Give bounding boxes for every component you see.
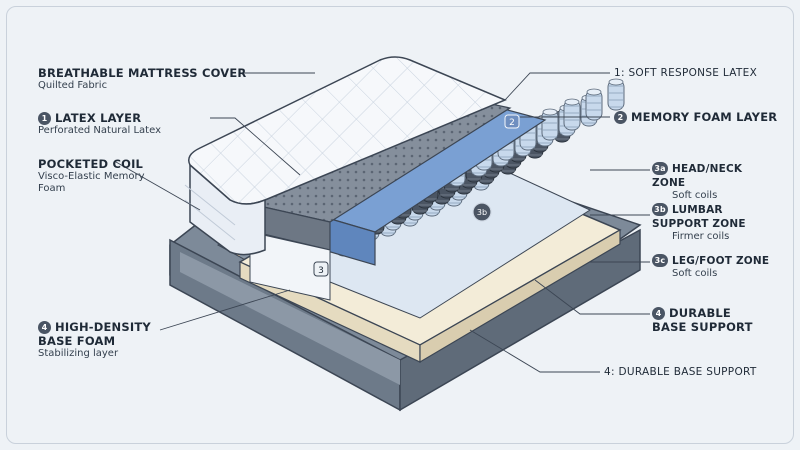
latex-subtitle: Perforated Natural Latex xyxy=(38,125,161,136)
lumbar-zone-badge: 3b xyxy=(652,203,668,216)
soft-response-latex-label: 1: SOFT RESPONSE LATEX xyxy=(614,67,758,79)
cover-subtitle: Quilted Fabric xyxy=(38,80,108,91)
soft-coil xyxy=(541,108,559,141)
leg-zone-label: 3c LEG/FOOT ZONE Soft coils xyxy=(652,254,772,280)
marker-2-text: 2 xyxy=(509,118,515,128)
soft-coil xyxy=(563,98,581,131)
durable-base-footer-label: 4: DURABLE BASE SUPPORT xyxy=(604,366,757,378)
marker-3b-text: 3b xyxy=(477,208,487,217)
durable-base-title: DURABLE BASE SUPPORT xyxy=(652,306,753,334)
cover-title: BREATHABLE MATTRESS COVER xyxy=(38,66,247,80)
latex-layer-label: 1 LATEX LAYER Perforated Natural Latex xyxy=(38,111,161,137)
quilted-cover xyxy=(184,56,507,256)
leader-lines xyxy=(115,72,650,373)
soft-coil xyxy=(607,78,625,111)
leg-zone-badge: 3c xyxy=(652,254,668,267)
base-foam-title: HIGH-DENSITY BASE FOAM xyxy=(38,320,151,348)
soft-coil xyxy=(585,88,603,121)
durable-base-badge: 4 xyxy=(652,307,665,320)
latex-badge: 1 xyxy=(38,112,51,125)
cover-label: BREATHABLE MATTRESS COVER Quilted Fabric xyxy=(38,66,247,92)
leg-zone-title: LEG/FOOT ZONE xyxy=(672,255,770,267)
coil-subtitle: Visco-Elastic Memory Foam xyxy=(38,171,145,194)
latex-title: LATEX LAYER xyxy=(55,111,142,125)
head-zone-badge: 3a xyxy=(652,162,668,175)
lumbar-zone-subtitle: Firmer coils xyxy=(672,231,730,242)
base-foam-badge: 4 xyxy=(38,321,51,334)
memory-foam-label: 2 MEMORY FOAM LAYER xyxy=(614,110,777,124)
head-zone-subtitle: Soft coils xyxy=(672,190,718,201)
diagram-marker-3: 3 xyxy=(313,261,329,277)
base-foam-subtitle: Stabilizing layer xyxy=(38,348,119,359)
pocketed-coil-label: POCKETED COIL Visco-Elastic Memory Foam xyxy=(38,157,168,195)
marker-3-text: 3 xyxy=(318,266,324,276)
memory-foam-title: MEMORY FOAM LAYER xyxy=(631,110,778,124)
coil-title: POCKETED COIL xyxy=(38,157,144,171)
diagram-marker-3b: 3b xyxy=(472,202,492,222)
leg-zone-subtitle: Soft coils xyxy=(672,268,718,279)
lumbar-zone-title: LUMBAR SUPPORT ZONE xyxy=(652,204,746,230)
head-zone-title: HEAD/NECK ZONE xyxy=(652,163,743,189)
memory-foam-badge: 2 xyxy=(614,111,627,124)
diagram-marker-2: 2 xyxy=(504,114,520,129)
